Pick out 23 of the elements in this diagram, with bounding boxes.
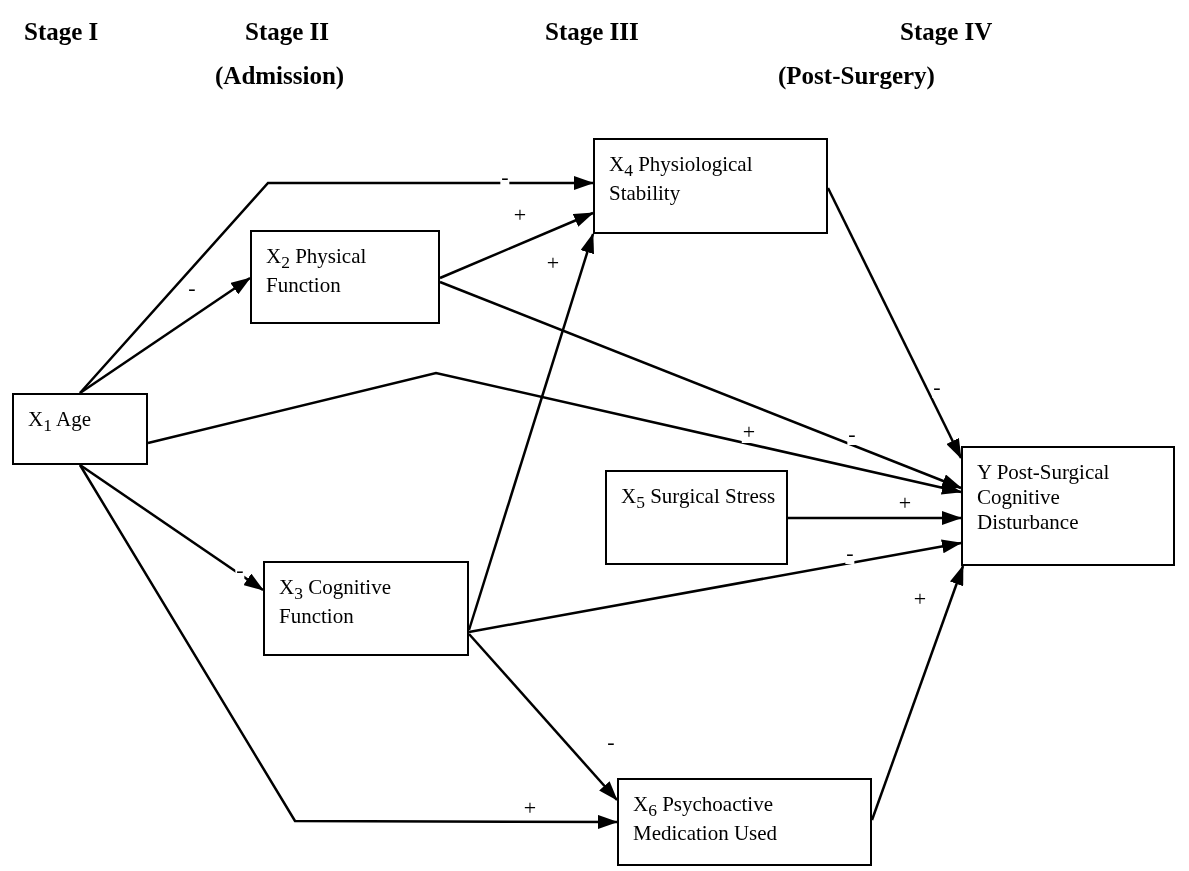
variable-box: X$_{6}$ Psychoactive Medication Used [617, 778, 872, 866]
arrow [468, 633, 618, 801]
arrow [468, 539, 962, 634]
arrow [788, 511, 962, 525]
variable-box: X$_{4}$ Physiological Stability [593, 138, 828, 234]
arrow [79, 276, 251, 395]
stage-heading: Stage I [24, 18, 99, 46]
stage-heading: Stage IV [900, 18, 993, 46]
variable-box: X$_{2}$ Physical Function [250, 230, 440, 324]
stage-heading: Stage II [245, 18, 330, 46]
stage-subheading: (Admission) [215, 62, 345, 90]
arrow [79, 463, 264, 592]
variable-box: X$_{5}$ Surgical Stress [605, 470, 788, 565]
arrow [439, 280, 962, 490]
stage-subheading: (Post-Surgery) [778, 62, 935, 90]
arrow [439, 211, 594, 280]
arrow [78, 464, 618, 829]
arrow [147, 371, 962, 495]
variable-box: Y Post-Surgical Cognitive Disturbance [961, 446, 1175, 566]
variable-box: X$_{1}$ Age [12, 393, 148, 465]
arrow [79, 176, 594, 394]
stage-heading: Stage III [545, 18, 639, 46]
variable-box: X$_{3}$ Cognitive Function [263, 561, 469, 656]
